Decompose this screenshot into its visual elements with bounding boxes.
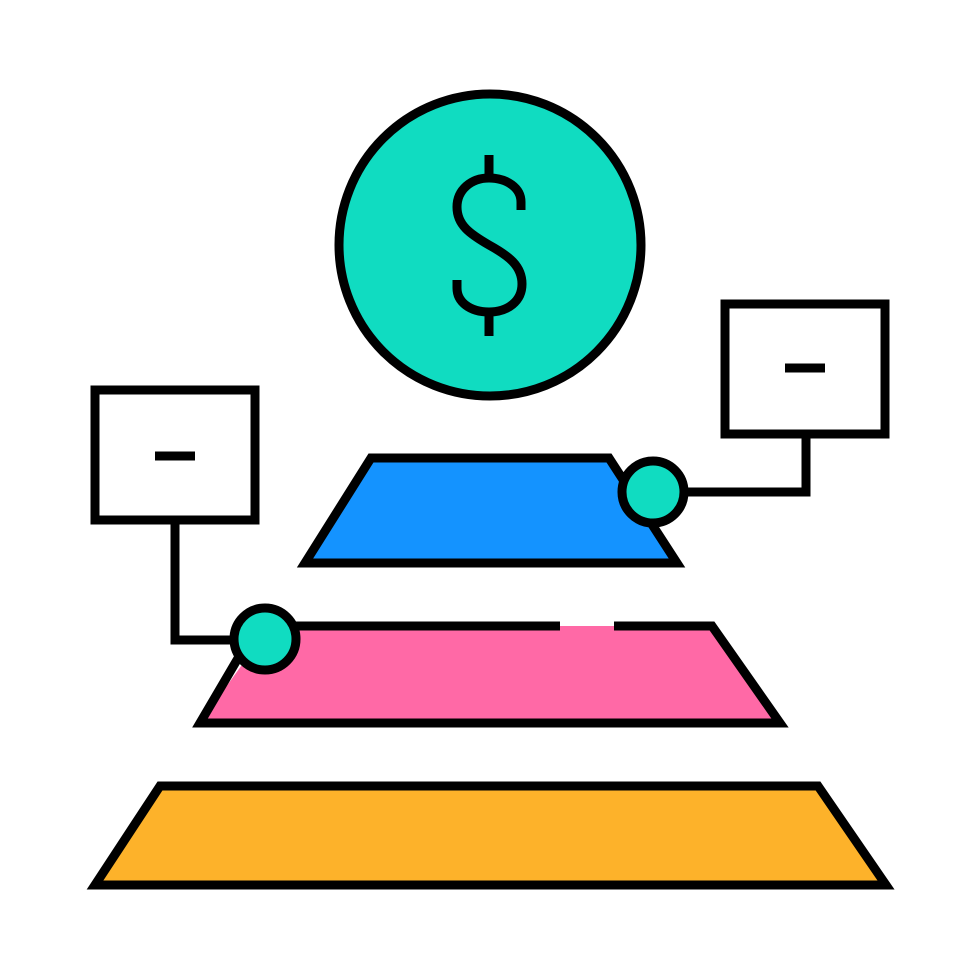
right-connector-line xyxy=(685,432,811,497)
middle-tier-outline xyxy=(192,621,789,728)
right-callout-card xyxy=(720,299,890,439)
left-connector-line xyxy=(170,520,235,645)
bottom-tier xyxy=(86,781,895,890)
right-connector-dot xyxy=(617,456,689,528)
top-tier xyxy=(296,453,686,568)
middle-tier xyxy=(200,626,780,723)
left-connector-dot xyxy=(229,603,301,675)
dollar-sign-icon xyxy=(452,155,527,336)
